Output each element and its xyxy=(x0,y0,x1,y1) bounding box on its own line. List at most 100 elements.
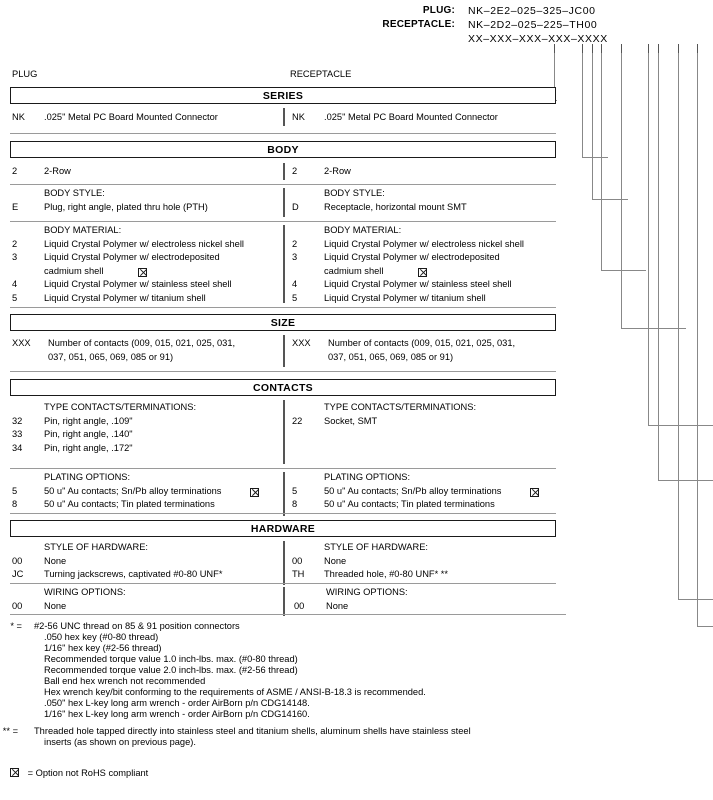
option-code: 3 xyxy=(292,252,298,262)
option-code: 34 xyxy=(12,442,23,453)
option-code: 00 xyxy=(292,555,303,566)
column-separator-wiring xyxy=(283,587,285,616)
section-divider xyxy=(10,184,556,185)
subsection-heading: STYLE OF HARDWARE: xyxy=(44,542,148,552)
option-code: 5 xyxy=(292,485,298,496)
pattern-tick-6 xyxy=(648,44,649,53)
option-code: 00 xyxy=(12,555,23,566)
option-desc: Liquid Crystal Polymer w/ electrodeposit… xyxy=(44,252,220,262)
plating-receptacle: PLATING OPTIONS: 5 50 u" Au contacts; Sn… xyxy=(292,472,556,513)
option-desc: 50 u" Au contacts; Tin plated terminatio… xyxy=(324,499,495,509)
subsection-heading-row: STYLE OF HARDWARE: xyxy=(12,542,282,556)
option-row: 2 Liquid Crystal Polymer w/ electroless … xyxy=(292,239,556,253)
plug-part-number: NK–2E2–025–325–JC00 xyxy=(468,4,596,17)
body-style-plug: BODY STYLE: E Plug, right angle, plated … xyxy=(12,188,282,215)
option-desc: Liquid Crystal Polymer w/ electroless ni… xyxy=(324,238,524,249)
option-row: 00 None xyxy=(294,601,558,615)
bracket-plating xyxy=(658,53,713,481)
footnote-line: Recommended torque value 1.0 inch-lbs. m… xyxy=(44,654,298,664)
pattern-row: XX–XXX–XXX–XXX–XXXX xyxy=(0,32,713,45)
option-row: 4 Liquid Crystal Polymer w/ stainless st… xyxy=(12,279,282,293)
rohs-legend: = Option not RoHS compliant xyxy=(10,768,148,778)
option-desc: None xyxy=(324,555,347,566)
subsection-heading: TYPE CONTACTS/TERMINATIONS: xyxy=(324,402,477,412)
subsection-heading: BODY STYLE: xyxy=(324,188,385,198)
plug-label: PLUG: xyxy=(422,5,455,16)
pattern-tick-1 xyxy=(554,44,555,53)
subsection-heading-row: BODY STYLE: xyxy=(12,188,282,202)
section-divider xyxy=(10,133,556,134)
bracket-body xyxy=(582,53,608,158)
option-row: 2 2-Row xyxy=(12,166,282,180)
part-number-pattern: XX–XXX–XXX–XXX–XXXX xyxy=(468,32,608,45)
section-divider xyxy=(10,468,556,469)
option-row: 4 Liquid Crystal Polymer w/ stainless st… xyxy=(292,279,556,293)
option-row: JC Turning jackscrews, captivated #0-80 … xyxy=(12,569,282,583)
subsection-heading-row: BODY MATERIAL: xyxy=(292,225,556,239)
not-rohs-compliant-icon xyxy=(530,487,539,497)
column-separator-size xyxy=(283,335,285,367)
option-row: 32 Pin, right angle, .109" xyxy=(12,416,282,430)
size-receptacle-options: XXX Number of contacts (009, 015, 021, 0… xyxy=(292,338,556,365)
option-row: 8 50 u" Au contacts; Tin plated terminat… xyxy=(292,499,556,513)
section-divider xyxy=(10,614,566,615)
option-desc: .025" Metal PC Board Mounted Connector xyxy=(324,112,498,122)
option-desc: Liquid Crystal Polymer w/ titanium shell xyxy=(44,292,206,303)
column-separator-series xyxy=(283,108,285,126)
footnote-line: #2-56 UNC thread on 85 & 91 position con… xyxy=(34,621,240,631)
pattern-tick-4 xyxy=(601,44,602,53)
option-row: 33 Pin, right angle, .140" xyxy=(12,429,282,443)
option-code: 33 xyxy=(12,429,23,439)
option-desc: Pin, right angle, .109" xyxy=(44,415,133,426)
subsection-heading-row: BODY STYLE: xyxy=(292,188,556,202)
hardware-style-plug: STYLE OF HARDWARE: 00 None JC Turning ja… xyxy=(12,542,282,583)
subsection-heading: STYLE OF HARDWARE: xyxy=(324,542,428,552)
footnote-line: Hex wrench key/bit conforming to the req… xyxy=(44,687,426,697)
option-code: 2 xyxy=(12,166,18,176)
option-desc: Liquid Crystal Polymer w/ stainless stee… xyxy=(324,279,512,289)
option-code: D xyxy=(292,201,299,212)
pattern-tick-9 xyxy=(697,44,698,53)
column-separator-body-material xyxy=(283,225,285,303)
column-title-receptacle: RECEPTACLE xyxy=(290,69,352,79)
option-desc: Number of contacts (009, 015, 021, 025, … xyxy=(48,338,236,348)
option-row: 5 50 u" Au contacts; Sn/Pb alloy termina… xyxy=(12,486,282,500)
option-desc: Number of contacts (009, 015, 021, 025, … xyxy=(328,338,516,348)
subsection-heading-row: TYPE CONTACTS/TERMINATIONS: xyxy=(292,402,556,416)
option-row: 5 Liquid Crystal Polymer w/ titanium she… xyxy=(292,293,556,307)
option-code: 5 xyxy=(12,485,18,496)
footnote-line: .050 hex key (#0-80 thread) xyxy=(44,632,159,642)
plating-plug: PLATING OPTIONS: 5 50 u" Au contacts; Sn… xyxy=(12,472,282,513)
section-divider xyxy=(10,221,556,222)
option-row: D Receptacle, horizontal mount SMT xyxy=(292,202,556,216)
option-row: 00 None xyxy=(12,556,282,570)
subsection-heading-row: WIRING OPTIONS: xyxy=(12,587,282,601)
option-desc: 037, 051, 065, 069, 085 or 91) xyxy=(328,351,454,362)
size-plug-options: XXX Number of contacts (009, 015, 021, 0… xyxy=(12,338,282,365)
option-code: XXX xyxy=(292,338,311,348)
option-desc: None xyxy=(44,555,67,566)
body-material-receptacle: BODY MATERIAL: 2 Liquid Crystal Polymer … xyxy=(292,225,556,306)
option-code: E xyxy=(12,201,19,212)
option-row: 00 None xyxy=(292,556,556,570)
plug-part-number-row: PLUG: NK–2E2–025–325–JC00 xyxy=(0,4,713,17)
option-code: 4 xyxy=(12,279,18,289)
pattern-tick-3 xyxy=(592,44,593,53)
bracket-hardware-style xyxy=(678,53,713,600)
option-desc: Liquid Crystal Polymer w/ electrodeposit… xyxy=(324,252,500,262)
section-banner-series: SERIES xyxy=(10,87,556,104)
option-desc: Liquid Crystal Polymer w/ titanium shell xyxy=(324,292,486,303)
option-code: 2 xyxy=(292,166,298,176)
option-code: 00 xyxy=(12,600,23,611)
section-divider xyxy=(10,513,556,514)
footnote-line: 1/16" hex key (#2-56 thread) xyxy=(44,643,162,653)
option-code: 8 xyxy=(12,499,18,509)
option-row: TH Threaded hole, #0-80 UNF* ** xyxy=(292,569,556,583)
option-desc: 2-Row xyxy=(324,166,351,176)
column-separator-plating xyxy=(283,472,285,516)
column-separator-contacts-type xyxy=(283,400,285,464)
column-separator-body xyxy=(283,163,285,180)
part-number-header: PLUG: NK–2E2–025–325–JC00 RECEPTACLE: NK… xyxy=(0,4,713,48)
contacts-type-plug: TYPE CONTACTS/TERMINATIONS: 32 Pin, righ… xyxy=(12,402,282,456)
option-code: 8 xyxy=(292,499,298,509)
